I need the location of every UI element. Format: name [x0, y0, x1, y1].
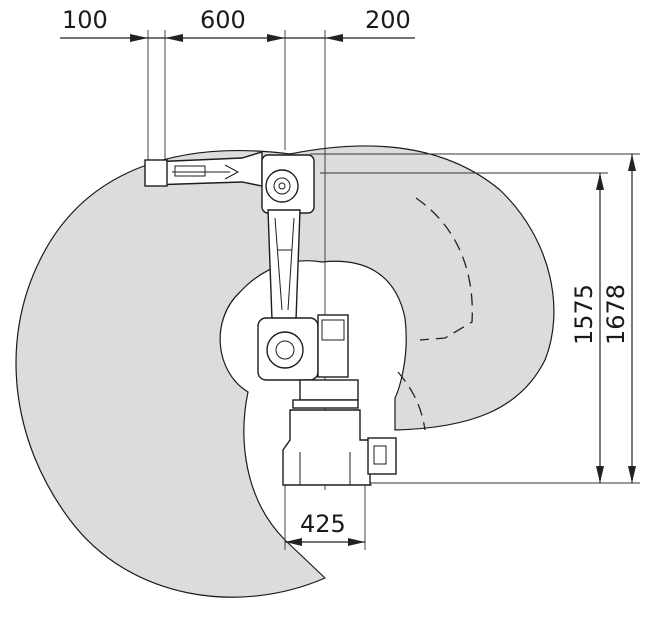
- dimension-600-label: 600: [200, 6, 246, 34]
- robot-arm: [144, 151, 397, 486]
- dimension-100-label: 100: [62, 6, 108, 34]
- dimension-1575-label: 1575: [570, 284, 598, 345]
- dimension-1678-label: 1678: [602, 284, 630, 345]
- work-envelope-area: [15, 145, 555, 598]
- dimension-425-label: 425: [300, 510, 346, 538]
- base-dimension-group: 425: [284, 485, 366, 550]
- top-dimension-group: 100 600 200: [60, 6, 415, 490]
- inner-limit-dashed-curve-lower: [397, 371, 426, 431]
- right-dimension-group: 1575 1678: [310, 153, 640, 484]
- dimension-200-label: 200: [365, 6, 411, 34]
- inner-limit-dashed-curve: [415, 197, 473, 341]
